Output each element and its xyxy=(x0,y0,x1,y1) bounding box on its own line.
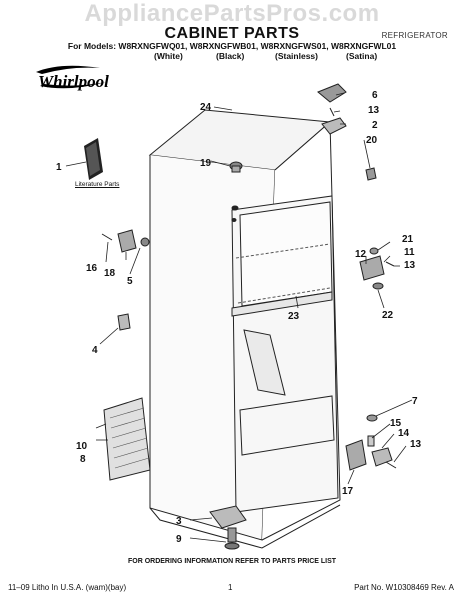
callout-23: 23 xyxy=(288,311,300,322)
callout-15: 15 xyxy=(390,418,402,429)
callout-24: 24 xyxy=(200,102,212,113)
finish-satina: (Satina) xyxy=(346,51,378,61)
callout-14: 14 xyxy=(398,428,410,439)
callout-12: 12 xyxy=(355,249,367,260)
callout-18: 18 xyxy=(104,268,116,279)
callout-3: 3 xyxy=(176,516,182,527)
callout-6: 6 xyxy=(372,90,378,101)
literature-parts-label: Literature Parts xyxy=(75,181,120,188)
finish-stainless: (Stainless) xyxy=(275,51,318,61)
callout-13-bottom: 13 xyxy=(410,439,422,450)
finish-white: (White) xyxy=(154,51,183,61)
callout-5: 5 xyxy=(127,276,133,287)
callout-4: 4 xyxy=(92,345,98,356)
callout-10: 10 xyxy=(76,441,88,452)
callout-11: 11 xyxy=(404,247,415,258)
callout-7: 7 xyxy=(412,396,418,407)
callout-1: 1 xyxy=(56,162,62,173)
whirlpool-swirl-logo-icon xyxy=(36,65,106,89)
callout-13-mid: 13 xyxy=(404,260,416,271)
part-number: Part No. W10308469 Rev. A xyxy=(354,583,454,592)
litho-info: 11–09 Litho In U.S.A. (wam)(bay) xyxy=(8,583,127,592)
callout-22: 22 xyxy=(382,310,394,321)
callout-16: 16 xyxy=(86,263,98,274)
category-label: REFRIGERATOR xyxy=(381,31,448,40)
literature-book-icon xyxy=(84,138,103,180)
callout-20: 20 xyxy=(366,135,378,146)
callout-8: 8 xyxy=(80,454,86,465)
callout-21: 21 xyxy=(402,234,414,245)
ordering-note: FOR ORDERING INFORMATION REFER TO PARTS … xyxy=(127,558,337,565)
watermark: AppliancePartsPros.com xyxy=(84,0,380,27)
callout-2: 2 xyxy=(372,120,378,131)
callout-9: 9 xyxy=(176,534,182,545)
model-list: For Models: W8RXNGFWQ01, W8RXNGFWB01, W8… xyxy=(67,41,397,51)
finish-black: (Black) xyxy=(216,51,245,61)
callout-19: 19 xyxy=(200,158,212,169)
page-title: CABINET PARTS xyxy=(164,25,300,42)
brand-logo-text: Whirlpool xyxy=(38,72,109,91)
page-number: 1 xyxy=(228,583,233,592)
callout-13-top: 13 xyxy=(368,105,380,116)
callout-17: 17 xyxy=(342,486,354,497)
